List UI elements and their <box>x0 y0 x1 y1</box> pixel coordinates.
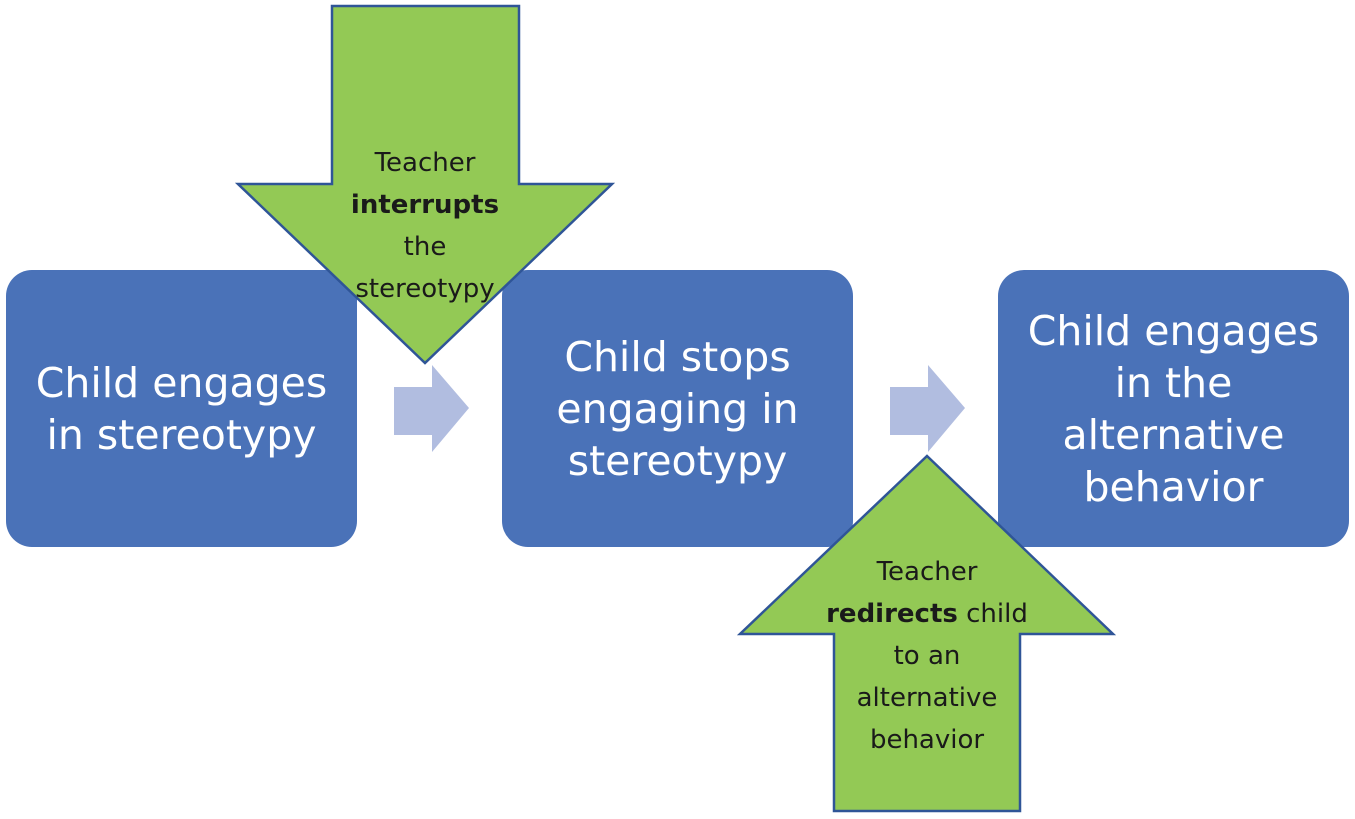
redirect-post: child to an alternative behavior <box>856 599 1028 755</box>
step-box-2 <box>502 270 853 547</box>
flow-arrow-2 <box>890 365 965 452</box>
step-box-2-label: Child stops engaging in stereotypy <box>556 332 799 485</box>
redirect-bold: redirects <box>826 599 958 629</box>
flow-arrow-1 <box>394 365 469 452</box>
step-box-3 <box>998 270 1349 547</box>
interrupt-post: the stereotypy <box>355 232 495 304</box>
step-box-1 <box>6 270 357 547</box>
step-box-1-label: Child engages in stereotypy <box>35 358 328 459</box>
interrupt-arrow <box>234 4 616 365</box>
interrupt-pre: Teacher <box>374 148 476 178</box>
redirect-pre: Teacher <box>876 557 978 587</box>
redirect-arrow-label: Teacher redirects child to an alternativ… <box>822 551 1032 761</box>
interrupt-bold: interrupts <box>350 190 500 220</box>
step-box-3-label: Child engages in the alternative behavio… <box>1027 306 1320 511</box>
interrupt-arrow-label: Teacher interrupts the stereotypy <box>330 142 520 310</box>
redirect-arrow <box>736 454 1117 813</box>
